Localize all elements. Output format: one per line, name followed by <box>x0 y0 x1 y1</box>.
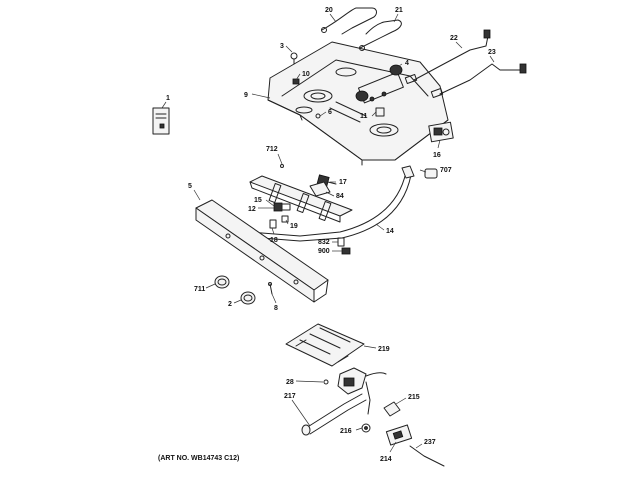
part-28-screw <box>323 379 329 385</box>
callout-84: 84 <box>336 193 344 200</box>
callout-215: 215 <box>408 394 420 401</box>
callout-900: 900 <box>318 248 330 255</box>
callout-712: 712 <box>266 146 278 153</box>
callout-2: 2 <box>228 301 232 308</box>
callout-6: 6 <box>328 109 332 116</box>
part-8-screw <box>268 282 273 295</box>
art-number-label: (ART NO. WB14743 C12) <box>158 455 240 462</box>
callout-1: 1 <box>166 95 170 102</box>
part-217-burner-tube <box>301 393 367 436</box>
part-214-valve <box>385 424 413 446</box>
burner-tube-20 <box>321 7 377 35</box>
part-219-baffle <box>285 323 365 367</box>
part-12-valve <box>273 202 291 212</box>
gas-line-23 <box>430 63 527 99</box>
gas-line-22 <box>404 29 491 85</box>
part-900-clamp <box>341 247 351 255</box>
callout-14: 14 <box>386 228 394 235</box>
part-5-control-panel <box>195 199 329 303</box>
callout-15: 15 <box>254 197 262 204</box>
callout-10: 10 <box>302 71 310 78</box>
callout-23: 23 <box>488 49 496 56</box>
part-1-manual <box>152 107 170 135</box>
callout-214: 214 <box>380 456 392 463</box>
callout-labels: 20 21 3 10 4 22 23 9 1 6 11 16 712 707 1… <box>166 7 496 463</box>
callout-216: 216 <box>340 428 352 435</box>
part-2-knob <box>240 291 256 305</box>
part-216-nut <box>361 423 371 433</box>
part-215-igniter <box>383 401 401 417</box>
part-3-screw <box>290 52 298 65</box>
callout-219: 219 <box>378 346 390 353</box>
callout-28: 28 <box>286 379 294 386</box>
callout-12: 12 <box>248 206 256 213</box>
callout-8: 8 <box>274 305 278 312</box>
part-16-switch <box>428 121 454 143</box>
valve-bracket <box>249 164 353 223</box>
part-18-orifice <box>269 219 277 229</box>
part-19-clip <box>281 215 289 223</box>
callout-9: 9 <box>244 92 248 99</box>
callout-16: 16 <box>433 152 441 159</box>
callout-18: 18 <box>270 237 278 244</box>
callout-832: 832 <box>318 239 330 246</box>
burner-tube-21 <box>359 19 402 51</box>
callout-21: 21 <box>395 7 403 14</box>
part-711-knob <box>214 275 230 289</box>
callout-11: 11 <box>360 113 368 120</box>
callout-22: 22 <box>450 35 458 42</box>
callout-237: 237 <box>424 439 436 446</box>
oven-burner-manifold <box>337 367 387 415</box>
part-832-fitting <box>337 237 345 247</box>
part-707-cap <box>424 168 438 179</box>
part-84-bracket <box>309 181 331 197</box>
callout-217: 217 <box>284 393 296 400</box>
part-10-clip <box>292 78 300 85</box>
part-11-bracket <box>375 107 385 117</box>
burner-box-assembly <box>267 41 449 166</box>
callout-5: 5 <box>188 183 192 190</box>
leader-lines <box>161 13 495 453</box>
callout-17: 17 <box>339 179 347 186</box>
callout-3: 3 <box>280 43 284 50</box>
callout-711: 711 <box>194 286 205 293</box>
callout-19: 19 <box>290 223 298 230</box>
callout-707: 707 <box>440 167 452 174</box>
part-237-wire <box>409 445 445 467</box>
callout-4: 4 <box>405 60 409 67</box>
callout-20: 20 <box>325 7 333 14</box>
